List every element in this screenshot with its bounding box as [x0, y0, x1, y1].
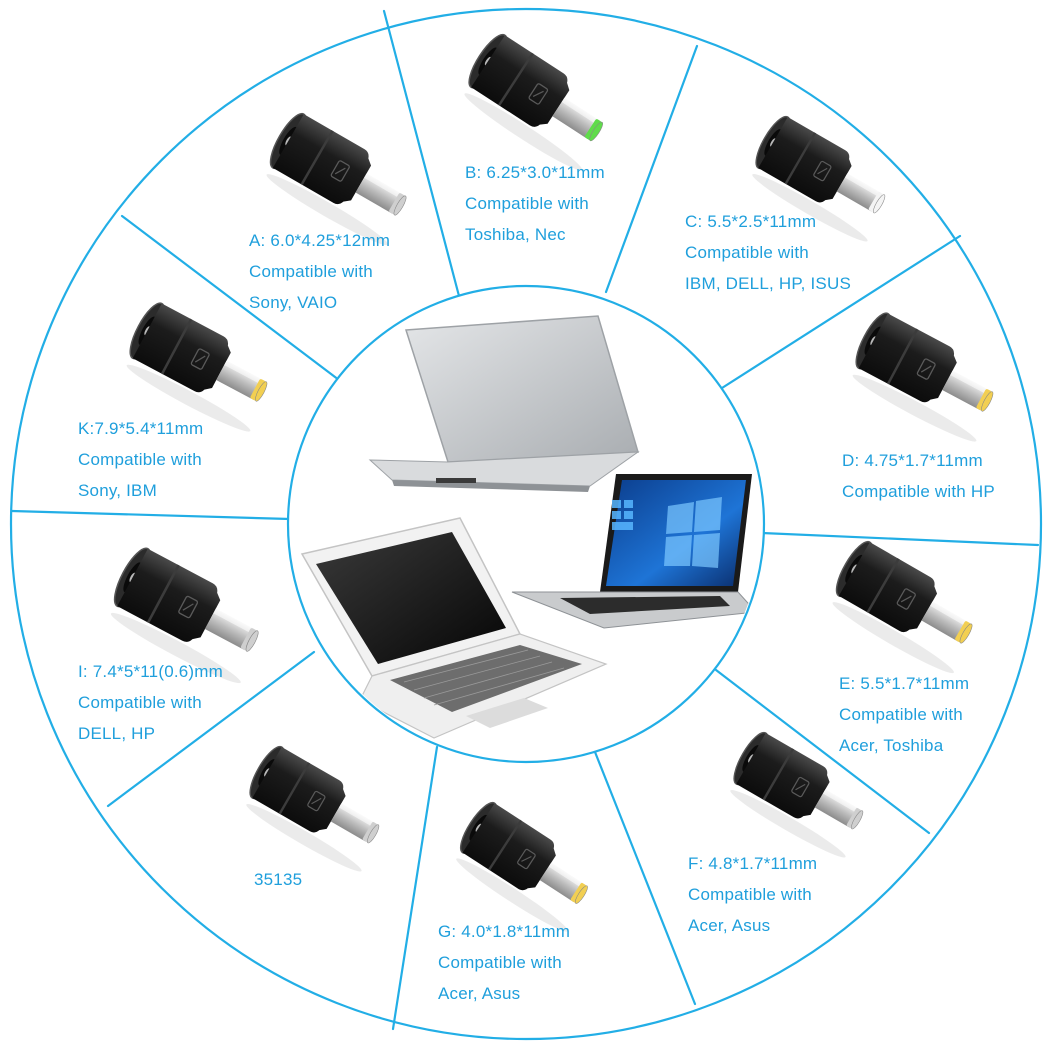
label-d: D: 4.75*1.7*11mm Compatible with HP: [842, 445, 995, 507]
label-e-brands: Acer, Toshiba: [839, 736, 944, 755]
label-i-size: I: 7.4*5*11(0.6)mm: [78, 662, 224, 681]
label-b: B: 6.25*3.0*11mm Compatible with Toshiba…: [465, 157, 605, 250]
label-g-size: G: 4.0*1.8*11mm: [438, 922, 571, 941]
label-c: C: 5.5*2.5*11mm Compatible with IBM, DEL…: [685, 206, 851, 299]
label-c-size: C: 5.5*2.5*11mm: [685, 212, 817, 231]
label-a-brands: Sony, VAIO: [249, 293, 338, 312]
label-f-brands: Acer, Asus: [688, 916, 771, 935]
laptops-photo: [300, 315, 758, 739]
segment-dividers: [10, 9, 1040, 1031]
connector-c-icon: [752, 115, 886, 242]
connector-k-icon: [126, 302, 268, 432]
label-a-size: A: 6.0*4.25*12mm: [249, 231, 391, 250]
label-c-brands: IBM, DELL, HP, ISUS: [685, 274, 851, 293]
label-c-compat: Compatible with: [685, 243, 809, 262]
label-d-size: D: 4.75*1.7*11mm: [842, 451, 983, 470]
connector-35135-icon: [246, 745, 380, 872]
label-e-size: E: 5.5*1.7*11mm: [839, 674, 970, 693]
outer-ring: [9, 7, 1043, 1041]
label-a-compat: Compatible with: [249, 262, 373, 281]
label-g-brands: Acer, Asus: [438, 984, 521, 1003]
label-b-brands: Toshiba, Nec: [465, 225, 566, 244]
label-e-compat: Compatible with: [839, 705, 963, 724]
laptop-silver-back: [368, 315, 640, 492]
label-i: I: 7.4*5*11(0.6)mm Compatible with DELL,…: [78, 656, 223, 749]
connector-g-icon: [456, 801, 588, 932]
label-k-size: K:7.9*5.4*11mm: [78, 419, 204, 438]
label-f: F: 4.8*1.7*11mm Compatible with Acer, As…: [688, 848, 817, 941]
connector-a-icon: [266, 112, 407, 246]
label-k-brands: Sony, IBM: [78, 481, 157, 500]
label-e: E: 5.5*1.7*11mm Compatible with Acer, To…: [839, 668, 969, 761]
laptop-white: [300, 517, 608, 739]
label-f-compat: Compatible with: [688, 885, 812, 904]
label-d-compat: Compatible with HP: [842, 482, 995, 501]
label-35135-code: 35135: [254, 870, 303, 889]
label-i-brands: DELL, HP: [78, 724, 156, 743]
label-35135: 35135: [254, 864, 302, 895]
laptop-windows: [511, 474, 758, 629]
label-g-compat: Compatible with: [438, 953, 562, 972]
label-b-size: B: 6.25*3.0*11mm: [465, 163, 605, 182]
connector-d-icon: [852, 312, 994, 442]
connector-e-icon: [832, 540, 973, 674]
label-k: K:7.9*5.4*11mm Compatible with Sony, IBM: [78, 413, 203, 506]
label-b-compat: Compatible with: [465, 194, 589, 213]
label-i-compat: Compatible with: [78, 693, 202, 712]
label-a: A: 6.0*4.25*12mm Compatible with Sony, V…: [249, 225, 390, 318]
connectors: [110, 33, 994, 932]
connector-f-icon: [730, 731, 864, 858]
label-g: G: 4.0*1.8*11mm Compatible with Acer, As…: [438, 916, 570, 1009]
connector-i-icon: [110, 547, 259, 684]
label-f-size: F: 4.8*1.7*11mm: [688, 854, 818, 873]
connector-b-icon: [464, 33, 603, 171]
label-k-compat: Compatible with: [78, 450, 202, 469]
